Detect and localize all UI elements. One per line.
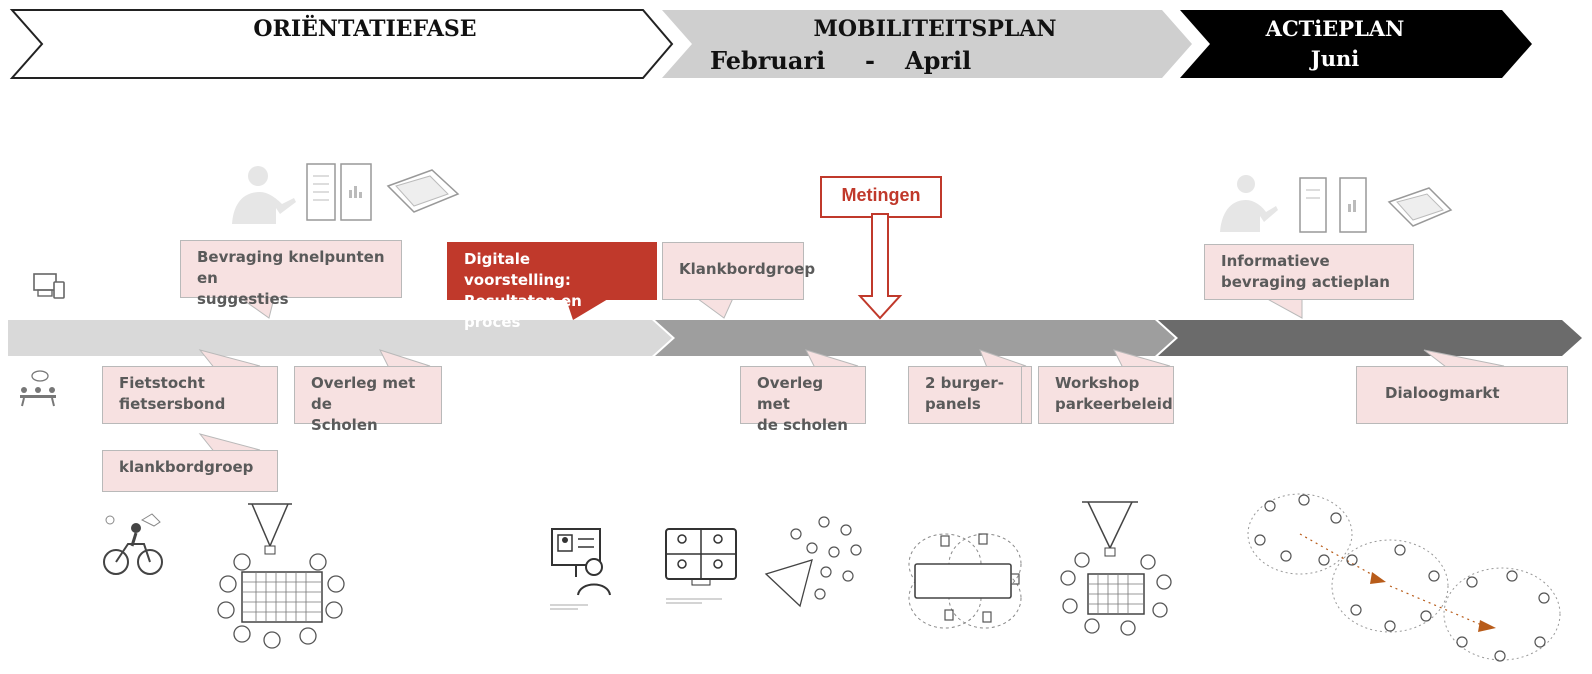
callout-burgerpanels: 2 burger- panels xyxy=(908,366,1022,424)
callout-tail-3 xyxy=(692,295,735,319)
video-presentation-icon xyxy=(550,528,611,610)
callout-overleg-scholen-1: Overleg met de Scholen xyxy=(294,366,442,434)
burgerpanel-table-icon xyxy=(908,533,1022,629)
phase-banner-orientatie xyxy=(9,9,674,79)
phase-banners xyxy=(9,9,1532,79)
phase-title-orientatie: ORIËNTATIEFASE xyxy=(253,16,477,42)
timeline-segment-1 xyxy=(8,320,672,356)
workshop-table-icon xyxy=(217,503,345,649)
timeline-segment-2 xyxy=(655,320,1175,356)
callout-dialoogmarkt-line1: Dialoogmarkt xyxy=(1385,384,1500,402)
phase-date-to: April xyxy=(905,46,972,75)
callout-workshop-line1: Workshop xyxy=(1055,374,1140,392)
timeline-segment-3 xyxy=(1158,320,1582,356)
timeline-bar xyxy=(8,320,1582,356)
phase-title-actie: ACTiEPLAN xyxy=(1265,16,1405,41)
dialogue-market-icon xyxy=(1247,493,1561,662)
group-discussion-icon xyxy=(764,516,862,608)
callout-klankbordgroep-bottom-line1: klankbordgroep xyxy=(119,458,254,476)
callout-workshop: Workshop parkeerbeleid xyxy=(1038,366,1174,424)
callout-overleg-scholen-2: Overleg met de scholen xyxy=(740,366,866,434)
phase-date-sep: - xyxy=(865,46,875,75)
callout-informatieve-line2: bevraging actieplan xyxy=(1221,273,1390,291)
callout-dialoogmarkt: Dialoogmarkt xyxy=(1356,366,1568,424)
callout-burgerpanels-line1: 2 burger- xyxy=(925,374,1005,392)
callout-digitale-voorstelling: Digitale voorstelling: Resultaten en pro… xyxy=(447,242,657,331)
callout-klankbordgroep-top-line1: Klankbordgroep xyxy=(679,260,816,278)
callout-overleg-scholen-2-line2: de scholen xyxy=(757,416,848,434)
callout-informatieve-bevraging: Informatieve bevraging actieplan xyxy=(1204,244,1414,300)
map-tablet-icon-2 xyxy=(1387,187,1453,227)
callout-bevraging-line2: suggesties xyxy=(197,290,289,308)
callout-bevraging: Bevraging knelpunten en suggesties xyxy=(180,240,402,308)
phase-banner-mobiliteit xyxy=(662,10,1192,78)
document-icon-2 xyxy=(1299,177,1367,233)
callout-overleg-scholen-2-line1: Overleg met xyxy=(757,374,824,413)
callout-tail-2 xyxy=(565,296,613,320)
callout-klankbordgroep-top: Klankbordgroep xyxy=(662,242,816,300)
callout-overleg-scholen-1-line1: Overleg met de xyxy=(311,374,416,413)
bike-icon xyxy=(103,513,163,575)
callout-burgerpanels-line2: panels xyxy=(925,395,981,413)
callout-bevraging-line1: Bevraging knelpunten en xyxy=(197,248,385,287)
callout-overleg-scholen-1-line2: Scholen xyxy=(311,416,378,434)
callout-klankbordgroep-bottom: klankbordgroep xyxy=(102,450,278,492)
presentation-person-icon xyxy=(232,166,296,224)
callout-tail-4 xyxy=(1261,295,1303,319)
callout-fietstocht-line1: Fietstocht xyxy=(119,374,205,392)
meeting-icon xyxy=(20,370,56,407)
callout-digitale-line2: Resultaten en proces xyxy=(464,292,582,331)
phase-date-from: Februari xyxy=(710,46,826,75)
callout-workshop-line2: parkeerbeleid xyxy=(1055,395,1173,413)
workshop-table-icon-2 xyxy=(1060,501,1172,636)
callout-fietstocht-line2: fietsersbond xyxy=(119,395,226,413)
metingen-box: Metingen xyxy=(820,176,942,218)
callout-informatieve-line1: Informatieve xyxy=(1221,252,1330,270)
metingen-arrow xyxy=(857,213,903,320)
callout-digitale-line1: Digitale voorstelling: xyxy=(464,250,571,289)
phase-date-actie: Juni xyxy=(1310,46,1360,71)
presentation-person-icon-2 xyxy=(1220,175,1278,232)
video-call-icon xyxy=(665,528,737,604)
devices-icon xyxy=(33,273,65,299)
phase-banner-actie xyxy=(1180,10,1532,78)
callout-fietstocht: Fietstocht fietsersbond xyxy=(102,366,278,424)
phase-title-mobiliteit: MOBILITEITSPLAN xyxy=(813,16,1057,42)
map-tablet-icon xyxy=(386,169,460,213)
document-icon xyxy=(306,163,372,221)
